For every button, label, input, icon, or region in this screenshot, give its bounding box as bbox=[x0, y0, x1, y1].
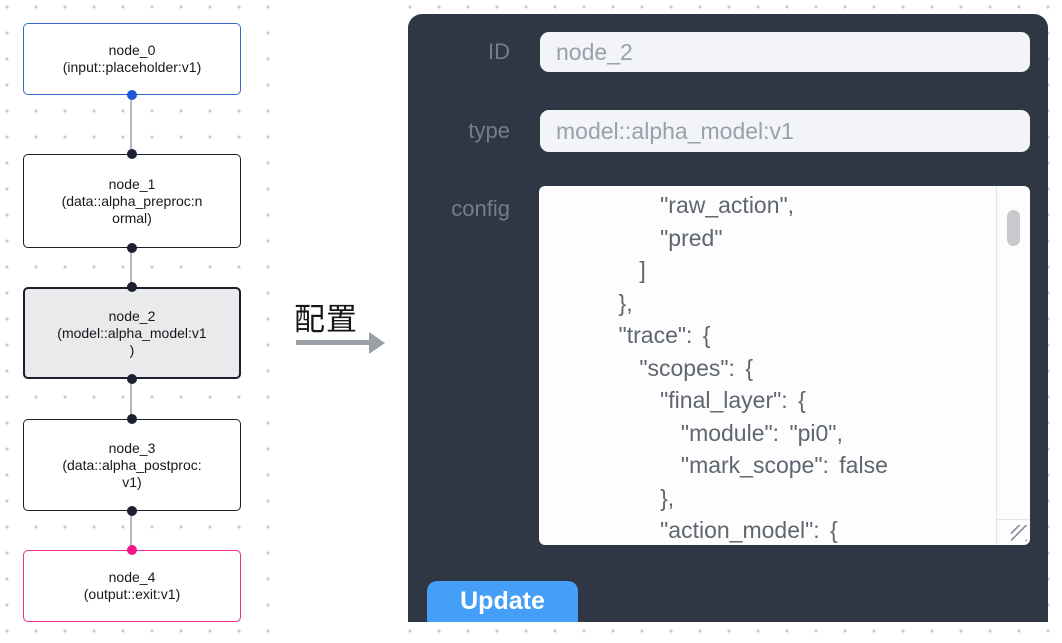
type-label: type bbox=[468, 118, 510, 143]
edge-node_1-node_2 bbox=[130, 248, 132, 287]
node-title: node_1 bbox=[108, 175, 156, 192]
node-node_2[interactable]: node_2 (model::alpha_model:v1 ) bbox=[23, 287, 241, 379]
node_3-target-handle[interactable] bbox=[127, 414, 137, 424]
node_2-target-handle[interactable] bbox=[127, 282, 137, 292]
scrollbar-thumb[interactable] bbox=[1007, 210, 1020, 246]
node_2-source-handle[interactable] bbox=[127, 374, 137, 384]
node-subtitle: (data::alpha_preproc:n ormal) bbox=[61, 192, 203, 226]
scrollbar-track bbox=[996, 186, 997, 545]
type-input[interactable] bbox=[540, 110, 1030, 152]
node_4-target-handle[interactable] bbox=[127, 545, 137, 555]
node_1-source-handle[interactable] bbox=[127, 243, 137, 253]
arrow-right-icon bbox=[296, 340, 370, 345]
update-button[interactable]: Update bbox=[427, 581, 578, 622]
edge-node_3-node_4 bbox=[130, 511, 132, 550]
id-label: ID bbox=[488, 39, 510, 64]
arrow-right-icon bbox=[369, 331, 385, 354]
node_0-source-handle[interactable] bbox=[127, 90, 137, 100]
config-label: config bbox=[451, 196, 510, 221]
node-title: node_3 bbox=[108, 439, 156, 456]
edge-node_0-node_1 bbox=[130, 95, 132, 154]
node-node_1[interactable]: node_1 (data::alpha_preproc:n ormal) bbox=[23, 154, 241, 248]
node-title: node_0 bbox=[108, 42, 156, 58]
annotation-label: 配置 bbox=[294, 302, 358, 337]
scrollbar-corner bbox=[997, 519, 1030, 520]
id-input[interactable] bbox=[540, 32, 1030, 72]
node_3-source-handle[interactable] bbox=[127, 506, 137, 516]
node-title: node_2 bbox=[108, 307, 156, 324]
node-subtitle: (model::alpha_model:v1 ) bbox=[57, 324, 207, 358]
resize-handle-icon[interactable] bbox=[1011, 525, 1027, 541]
node-title: node_4 bbox=[108, 569, 156, 585]
node-node_0[interactable]: node_0 (input::placeholder:v1) bbox=[23, 23, 241, 95]
config-textarea-wrap: "raw_action", "pred" ] }, "trace": { "sc… bbox=[539, 186, 1030, 545]
node_1-target-handle[interactable] bbox=[127, 149, 137, 159]
node-node_3[interactable]: node_3 (data::alpha_postproc: v1) bbox=[23, 419, 241, 511]
node-node_4[interactable]: node_4 (output::exit:v1) bbox=[23, 550, 241, 622]
node-subtitle: (data::alpha_postproc: v1) bbox=[62, 456, 202, 490]
config-textarea[interactable]: "raw_action", "pred" ] }, "trace": { "sc… bbox=[539, 186, 1030, 545]
node-subtitle: (input::placeholder:v1) bbox=[62, 59, 202, 75]
config-panel: ID type config "raw_action", "pred" ] },… bbox=[408, 14, 1048, 622]
node-subtitle: (output::exit:v1) bbox=[83, 586, 181, 602]
edge-node_2-node_3 bbox=[130, 379, 132, 419]
